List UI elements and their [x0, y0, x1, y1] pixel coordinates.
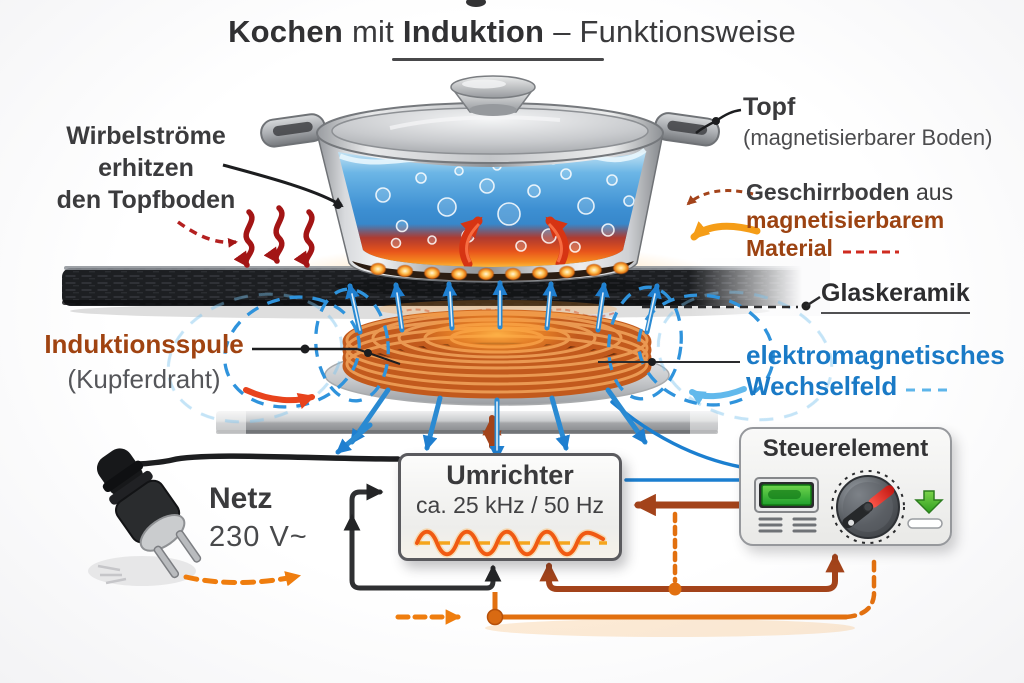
hot-zone: [338, 224, 646, 267]
lid-knob: [450, 75, 536, 116]
eddy-current-arrows: [459, 216, 569, 267]
callout-wirbelstroeme: [176, 163, 344, 248]
pot-handle-right: [654, 112, 720, 147]
callout-geschirrboden: [686, 189, 899, 254]
label-netz: Netz 230 V~: [209, 482, 308, 553]
control-panel: [741, 465, 954, 548]
magnetic-field-arrows-icon: [166, 280, 834, 461]
label-glaskeramik: Glaskeramik: [821, 279, 970, 314]
title-underline: [392, 58, 604, 61]
callout-induktionsspule: [243, 344, 401, 410]
slider-bar: [907, 518, 943, 529]
netz-dashed-arrow: [183, 571, 302, 587]
umrichter-title: Umrichter: [446, 460, 574, 490]
brown-control-lines: [482, 415, 845, 596]
cooking-pot-icon: [260, 75, 720, 297]
plug-shadow: [88, 556, 196, 586]
callout-wechselfeld: [598, 358, 948, 406]
steuerelement-box: Steuerelement: [739, 427, 952, 546]
stray-mark: [466, 0, 486, 7]
heat-waves-icon: [233, 205, 315, 268]
callout-glaskeramik: [642, 295, 821, 311]
vent-lines: [758, 517, 817, 533]
steuerelement-title: Steuerelement: [762, 435, 929, 462]
black-feed-loop: [343, 483, 502, 591]
label-wirbelstroeme: Wirbelströme erhitzen den Topfboden: [56, 122, 236, 214]
title-word-kochen: Kochen: [228, 14, 343, 49]
umrichter-box: Umrichter ca. 25 kHz / 50 Hz: [398, 453, 622, 561]
induction-coil-icon: [324, 300, 670, 406]
title-word-induktion: Induktion: [402, 14, 545, 49]
lower-shelf: [216, 411, 718, 434]
label-induktionsspule: Induktionsspule (Kupferdraht): [44, 329, 244, 394]
label-topf: Topf (magnetisierbarer Boden): [743, 93, 993, 150]
label-wechselfeld: elektromagnetisches Wechselfeld: [746, 340, 1005, 401]
title-word-mit: mit: [351, 14, 394, 49]
control-knob-icon: [831, 470, 905, 544]
label-netz-voltage: 230 V~: [209, 521, 308, 553]
wire-node: [486, 608, 504, 626]
glow-dots: [369, 261, 630, 281]
umrichter-frequency: ca. 25 kHz / 50 Hz: [416, 492, 604, 518]
callout-topf: [695, 108, 742, 134]
sine-wave-icon: [411, 526, 615, 560]
orange-supply-line: [395, 559, 877, 637]
title-word-funktionsweise: – Funktionsweise: [553, 14, 796, 49]
power-plug-icon: [96, 448, 202, 579]
label-geschirrboden: Geschirrboden aus magnetisierbarem Mater…: [746, 179, 954, 261]
green-arrow-down-icon: [907, 490, 944, 529]
lcd-display-icon: [754, 477, 819, 513]
